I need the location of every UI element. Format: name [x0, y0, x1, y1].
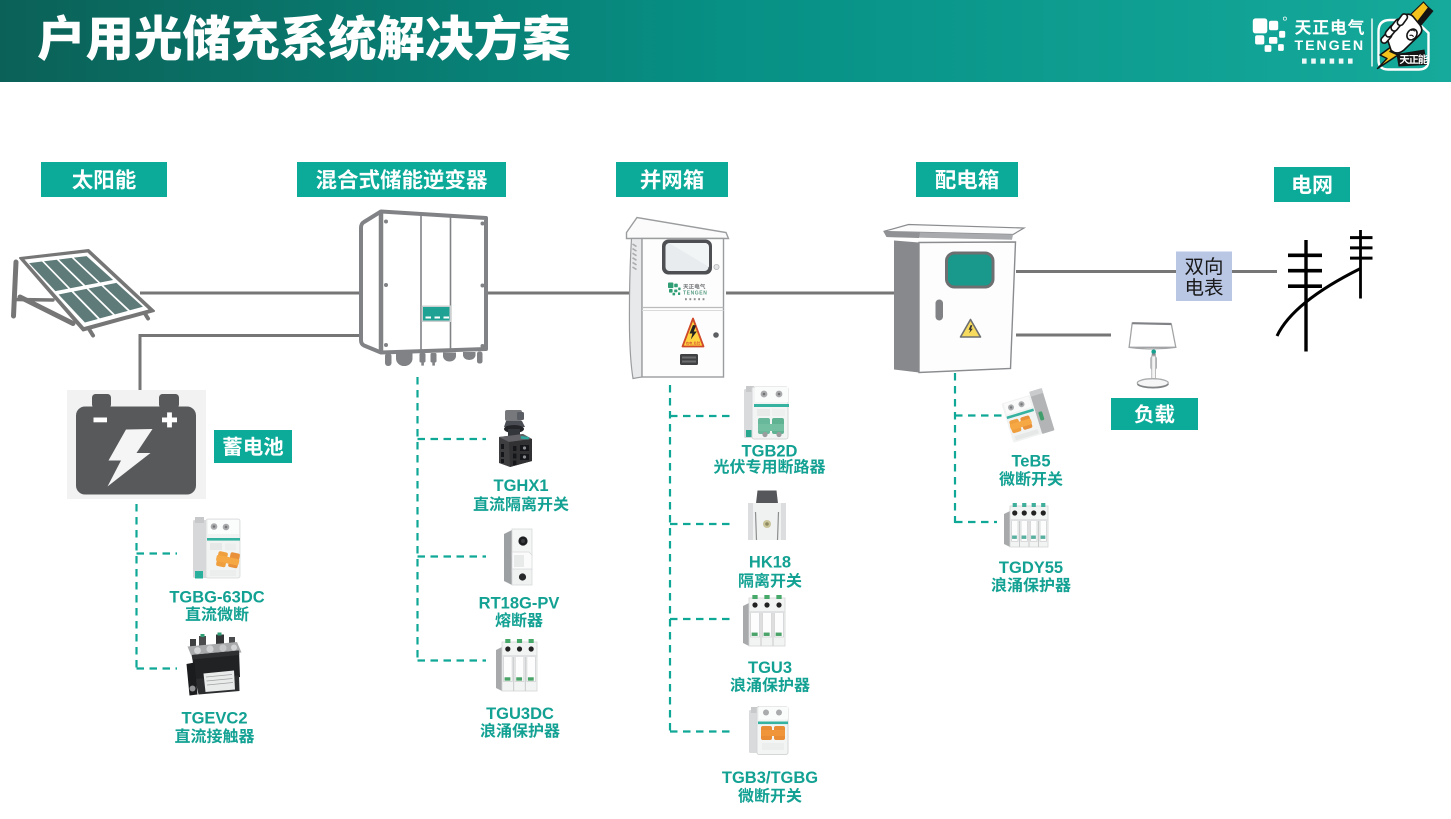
svg-text:TGBG-63DC: TGBG-63DC [169, 589, 264, 607]
svg-text:TGEVC2: TGEVC2 [181, 710, 247, 728]
svg-text:TGU3: TGU3 [748, 659, 792, 677]
svg-text:TGHX1: TGHX1 [493, 477, 548, 495]
svg-text:TeB5: TeB5 [1011, 453, 1050, 471]
svg-text:TGU3DC: TGU3DC [486, 705, 554, 723]
svg-text:TENGEN: TENGEN [683, 290, 707, 296]
svg-text:HK18: HK18 [749, 554, 791, 572]
svg-text:有电 危险: 有电 危险 [686, 341, 701, 346]
svg-text:TGB3/TGBG: TGB3/TGBG [722, 769, 818, 787]
svg-text:RT18G-PV: RT18G-PV [479, 595, 560, 613]
svg-text:TGB2D: TGB2D [742, 443, 798, 461]
svg-text:TGDY55: TGDY55 [999, 559, 1063, 577]
svg-text:TENGEN: TENGEN [1295, 38, 1366, 54]
